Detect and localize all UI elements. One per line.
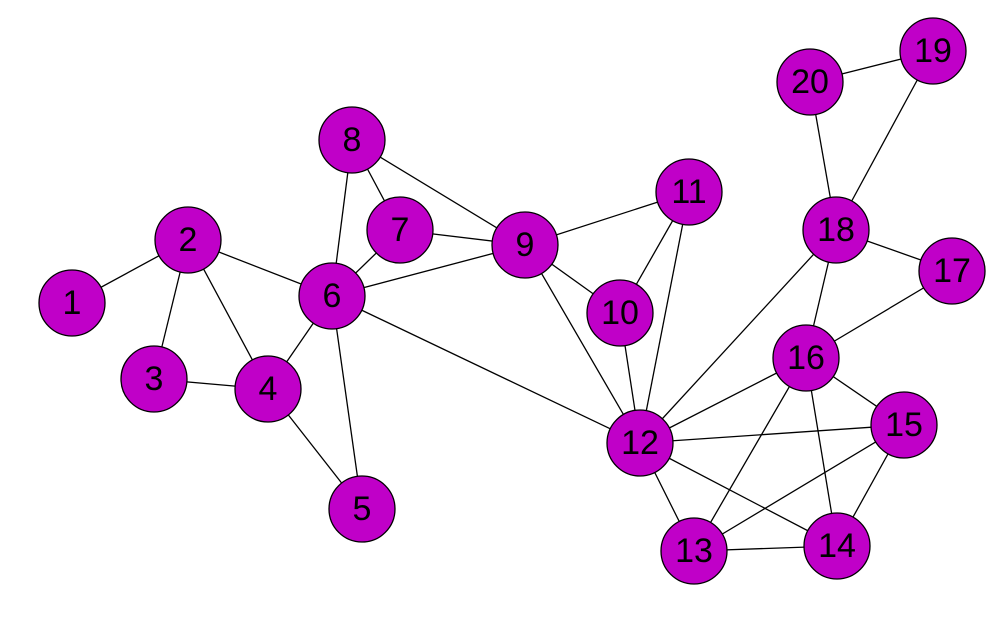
- node-circle: [899, 17, 967, 85]
- node-label: 6: [323, 277, 342, 315]
- node-label: 15: [885, 406, 923, 444]
- node-label: 2: [179, 221, 198, 259]
- edge-12-14: [639, 442, 838, 547]
- node-circle: [803, 512, 871, 580]
- edge-13-15: [693, 424, 905, 552]
- node-circle: [772, 324, 840, 392]
- node-circle: [154, 206, 222, 274]
- node-12: 12: [606, 409, 674, 477]
- node-11: 11: [655, 158, 723, 226]
- node-label: 20: [791, 63, 829, 101]
- node-label: 1: [63, 284, 82, 322]
- node-circle: [660, 517, 728, 585]
- node-label: 4: [259, 370, 278, 408]
- node-circle: [38, 269, 106, 337]
- node-6: 6: [298, 262, 366, 330]
- node-circle: [328, 475, 396, 543]
- node-label: 13: [675, 532, 713, 570]
- edge-13-16: [693, 357, 807, 552]
- node-circle: [802, 196, 870, 264]
- node-label: 3: [145, 360, 164, 398]
- edge-18-19: [835, 50, 934, 231]
- node-2: 2: [154, 206, 222, 274]
- node-18: 18: [802, 196, 870, 264]
- node-circle: [870, 391, 938, 459]
- edge-6-12: [331, 295, 641, 444]
- node-10: 10: [586, 279, 654, 347]
- edge-12-15: [639, 424, 905, 444]
- node-label: 18: [817, 211, 855, 249]
- node-circle: [918, 237, 986, 305]
- node-3: 3: [120, 345, 188, 413]
- node-20: 20: [776, 48, 844, 116]
- node-label: 9: [516, 226, 535, 264]
- node-circle: [298, 262, 366, 330]
- edge-9-12: [524, 244, 641, 444]
- edges-layer: [71, 50, 953, 552]
- node-4: 4: [234, 355, 302, 423]
- node-circle: [234, 355, 302, 423]
- node-label: 19: [914, 32, 952, 70]
- node-circle: [586, 279, 654, 347]
- node-13: 13: [660, 517, 728, 585]
- node-label: 5: [353, 490, 372, 528]
- node-circle: [318, 106, 386, 174]
- edge-12-18: [639, 229, 837, 444]
- edge-5-6: [331, 295, 363, 510]
- node-9: 9: [491, 211, 559, 279]
- node-7: 7: [366, 196, 434, 264]
- node-1: 1: [38, 269, 106, 337]
- node-circle: [655, 158, 723, 226]
- node-14: 14: [803, 512, 871, 580]
- node-circle: [776, 48, 844, 116]
- edge-8-9: [351, 139, 526, 246]
- node-label: 10: [601, 294, 639, 332]
- node-label: 12: [621, 424, 659, 462]
- node-15: 15: [870, 391, 938, 459]
- node-label: 8: [343, 121, 362, 159]
- node-19: 19: [899, 17, 967, 85]
- node-8: 8: [318, 106, 386, 174]
- node-label: 17: [933, 252, 971, 290]
- node-5: 5: [328, 475, 396, 543]
- node-circle: [120, 345, 188, 413]
- node-label: 11: [671, 173, 706, 211]
- node-circle: [366, 196, 434, 264]
- edge-11-12: [639, 191, 690, 444]
- node-label: 16: [787, 339, 825, 377]
- node-circle: [491, 211, 559, 279]
- node-17: 17: [918, 237, 986, 305]
- node-label: 7: [391, 211, 410, 249]
- node-label: 14: [818, 527, 856, 565]
- node-circle: [606, 409, 674, 477]
- node-16: 16: [772, 324, 840, 392]
